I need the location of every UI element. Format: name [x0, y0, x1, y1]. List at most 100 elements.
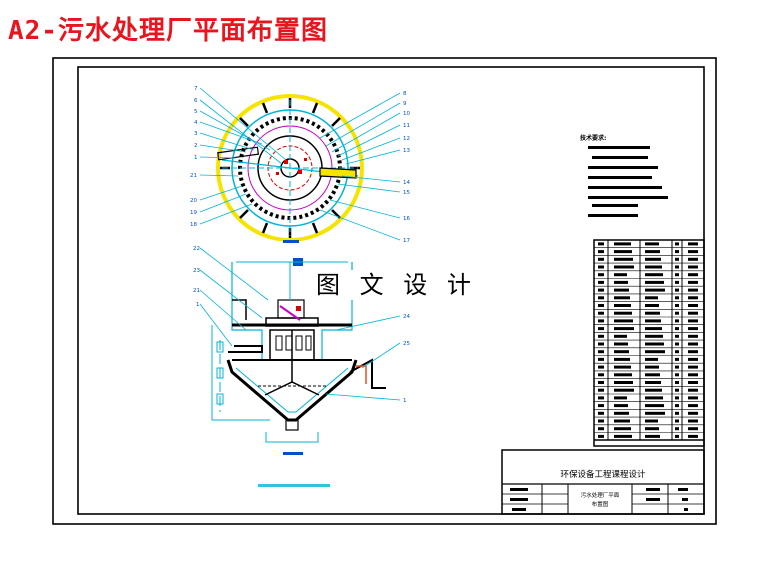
leader-label: 24	[403, 314, 410, 320]
parts-table-cell-text	[614, 434, 632, 438]
parts-table-cell-text	[675, 288, 679, 292]
leader-label: 9	[403, 101, 407, 107]
parts-table-cell-text	[675, 334, 679, 338]
parts-table-cell-text	[598, 365, 604, 369]
leader-label: 15	[403, 190, 410, 196]
parts-table-cell-text	[598, 265, 604, 269]
parts-table-cell-text	[688, 350, 698, 354]
leader-label: 5	[194, 109, 198, 115]
parts-table-cell-text	[688, 381, 698, 384]
parts-table-cell-text	[598, 296, 604, 300]
parts-table-cell-text	[614, 373, 632, 377]
parts-table-cell-text	[614, 327, 634, 331]
parts-table-cell-text	[688, 388, 698, 392]
parts-table-cell-text	[675, 273, 679, 277]
parts-table-cell-text	[688, 365, 698, 369]
leader-label: 16	[403, 216, 410, 222]
parts-table-cell-text	[675, 250, 679, 254]
parts-table-cell-text	[675, 319, 679, 323]
parts-table-cell-text	[675, 388, 679, 392]
parts-table-frame	[593, 239, 705, 447]
parts-table-cell-text	[614, 280, 628, 284]
parts-table-cell-text	[645, 342, 664, 346]
leader-label: 7	[194, 86, 198, 92]
parts-table-cell-text	[688, 342, 698, 346]
title-block-cell-marks	[510, 488, 688, 511]
parts-table-cell-text	[675, 242, 679, 246]
leader-label: 3	[194, 131, 198, 137]
parts-table-cell-text	[598, 419, 604, 423]
parts-table-cell-text	[614, 427, 631, 431]
parts-table-cell-text	[645, 357, 658, 361]
notes-heading: 技术要求:	[580, 134, 606, 142]
page-title: A2-污水处理厂平面布置图	[8, 16, 328, 46]
parts-table-cell-text	[598, 327, 604, 331]
parts-table-cell-text	[614, 342, 628, 346]
parts-table-cell-text	[688, 411, 698, 415]
parts-table-cell-text	[598, 280, 604, 284]
parts-table-cell-text	[688, 427, 698, 431]
parts-table-cell-text	[614, 334, 627, 338]
technical-notes: 技术要求:	[580, 134, 668, 217]
section-view	[211, 258, 386, 487]
section-leaders	[199, 247, 401, 401]
leader-label: 13	[403, 148, 410, 154]
parts-table-cell-text	[675, 365, 679, 369]
parts-table-cell-text	[688, 265, 698, 269]
parts-table-cell-text	[675, 434, 679, 438]
watermark-text: 图 文 设 计	[312, 270, 481, 300]
plan-leaders	[199, 87, 401, 241]
parts-table-cell-text	[614, 319, 633, 323]
parts-table-cell-text	[645, 242, 659, 246]
parts-table-cell-text	[614, 404, 628, 408]
parts-table-cell-text	[614, 396, 627, 400]
parts-table-cell-text	[675, 311, 679, 315]
parts-table-cell-text	[598, 411, 604, 415]
leader-label: 1	[403, 398, 407, 404]
parts-table-cell-text	[645, 419, 658, 423]
parts-table-cell-text	[675, 257, 679, 261]
parts-table-cell-text	[614, 296, 630, 300]
leader-label: 2	[194, 143, 198, 149]
parts-table-cell-text	[675, 427, 679, 431]
leader-label: 10	[403, 111, 410, 117]
parts-table-cell-text	[688, 280, 698, 284]
parts-table-cell-text	[598, 388, 604, 392]
parts-table-cell-text	[675, 280, 679, 284]
parts-table-cell-text	[645, 334, 663, 338]
leader-label: 21	[190, 173, 197, 179]
parts-table-cell-text	[675, 265, 679, 269]
parts-table-cell-text	[688, 334, 698, 338]
leader-label: 20	[190, 198, 197, 204]
parts-table-cell-text	[614, 273, 627, 277]
parts-table-cell-text	[688, 396, 698, 400]
parts-table-cell-text	[688, 304, 698, 307]
plan-outlet-channel	[319, 167, 357, 179]
leader-label: 11	[403, 123, 410, 129]
parts-table-cell-text	[645, 257, 661, 261]
parts-table-cell-text	[598, 357, 604, 361]
plan-spokes	[220, 98, 360, 238]
parts-table-cell-text	[614, 411, 629, 415]
parts-table-cell-text	[614, 365, 631, 369]
parts-table-cell-text	[614, 357, 630, 361]
parts-table-cell-text	[645, 350, 665, 354]
parts-table-cell-text	[614, 250, 632, 254]
leader-label: 22	[193, 246, 200, 252]
parts-table-cell-text	[688, 273, 698, 277]
parts-table-cell-text	[598, 350, 604, 354]
leader-label: 23	[193, 268, 200, 274]
parts-table-cell-text	[675, 350, 679, 354]
parts-table-cell-text	[645, 373, 660, 377]
parts-table-cell-text	[688, 296, 698, 300]
leader-label: 18	[190, 222, 197, 228]
parts-table-cell-text	[614, 350, 629, 354]
plan-view	[216, 94, 364, 243]
parts-table-cell-text	[598, 319, 604, 323]
parts-table-cell-text	[614, 419, 630, 423]
parts-table-cell-text	[645, 381, 661, 384]
parts-table-cell-text	[645, 280, 664, 284]
parts-table-cell-text	[645, 273, 663, 277]
leader-label: 8	[403, 91, 407, 97]
